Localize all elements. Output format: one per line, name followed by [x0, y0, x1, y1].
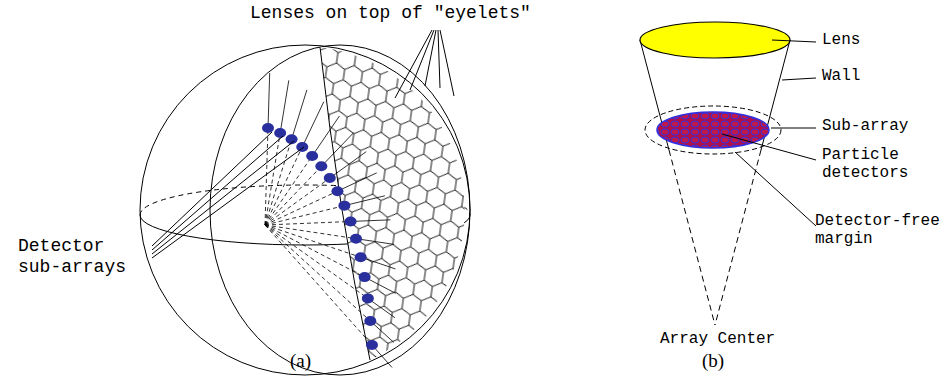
leader-lines — [152, 30, 454, 258]
part-label: Lens — [822, 31, 860, 49]
detector-sub-array — [306, 151, 318, 161]
detector-sub-array — [331, 186, 343, 196]
detector-sub-array — [364, 316, 376, 326]
dashed-ray — [265, 139, 292, 225]
panel-caption: (a) — [290, 350, 311, 372]
part-label: Sub-array — [822, 117, 908, 135]
part-label: Detector sub-arrays — [18, 236, 130, 277]
dashed-ray — [265, 225, 372, 345]
detector-sub-array — [315, 161, 327, 171]
wedge-edge — [320, 47, 370, 360]
detector-sub-array — [359, 272, 371, 282]
eyelet-wall — [280, 80, 289, 133]
part-label: Wall — [822, 67, 860, 85]
eyelet-wall — [351, 220, 391, 222]
eyelet-wall — [292, 90, 307, 139]
part-label: Array Center — [660, 330, 775, 348]
detector-rays — [262, 73, 396, 367]
eyelet-wall — [312, 116, 339, 156]
eyelet-wall — [321, 133, 353, 167]
dashed-ray — [265, 147, 302, 225]
panel-caption: (b) — [702, 350, 724, 372]
part-label: Detector-free margin — [815, 212, 940, 249]
eyelet-wall — [302, 102, 324, 147]
detector-sub-array — [350, 234, 362, 244]
lens — [640, 22, 790, 58]
detector-sub-array — [338, 201, 350, 211]
detector-sub-array — [274, 128, 286, 138]
dashed-ray — [265, 221, 351, 225]
eyelet-wall — [337, 173, 376, 191]
dashed-ray — [265, 191, 337, 225]
eyelet-cone — [640, 40, 790, 325]
leader-lines — [722, 40, 816, 226]
detector-sub-array — [324, 173, 336, 183]
dashed-ray — [265, 166, 321, 225]
detector-sub-array — [296, 142, 308, 152]
dashed-ray — [265, 133, 280, 225]
dashed-ray — [265, 225, 368, 298]
detector-sub-array — [345, 216, 357, 226]
dashed-ray — [265, 178, 330, 225]
detector-sub-array — [355, 252, 367, 262]
eyelet-wall — [268, 73, 270, 128]
dashed-ray — [265, 156, 312, 225]
detector-sub-array — [366, 340, 378, 350]
detector-sub-array — [262, 123, 274, 133]
eyelet-wall — [330, 152, 366, 178]
part-label: Particle detectors — [822, 146, 922, 183]
lens-label: Lenses on top of "eyelets" — [250, 3, 531, 24]
dashed-ray — [265, 206, 344, 225]
dashed-ray — [265, 225, 370, 321]
dashed-ray — [265, 225, 365, 277]
eyelet-wall — [344, 196, 384, 206]
detector-sub-array — [362, 293, 374, 303]
margin-outline — [645, 106, 781, 154]
